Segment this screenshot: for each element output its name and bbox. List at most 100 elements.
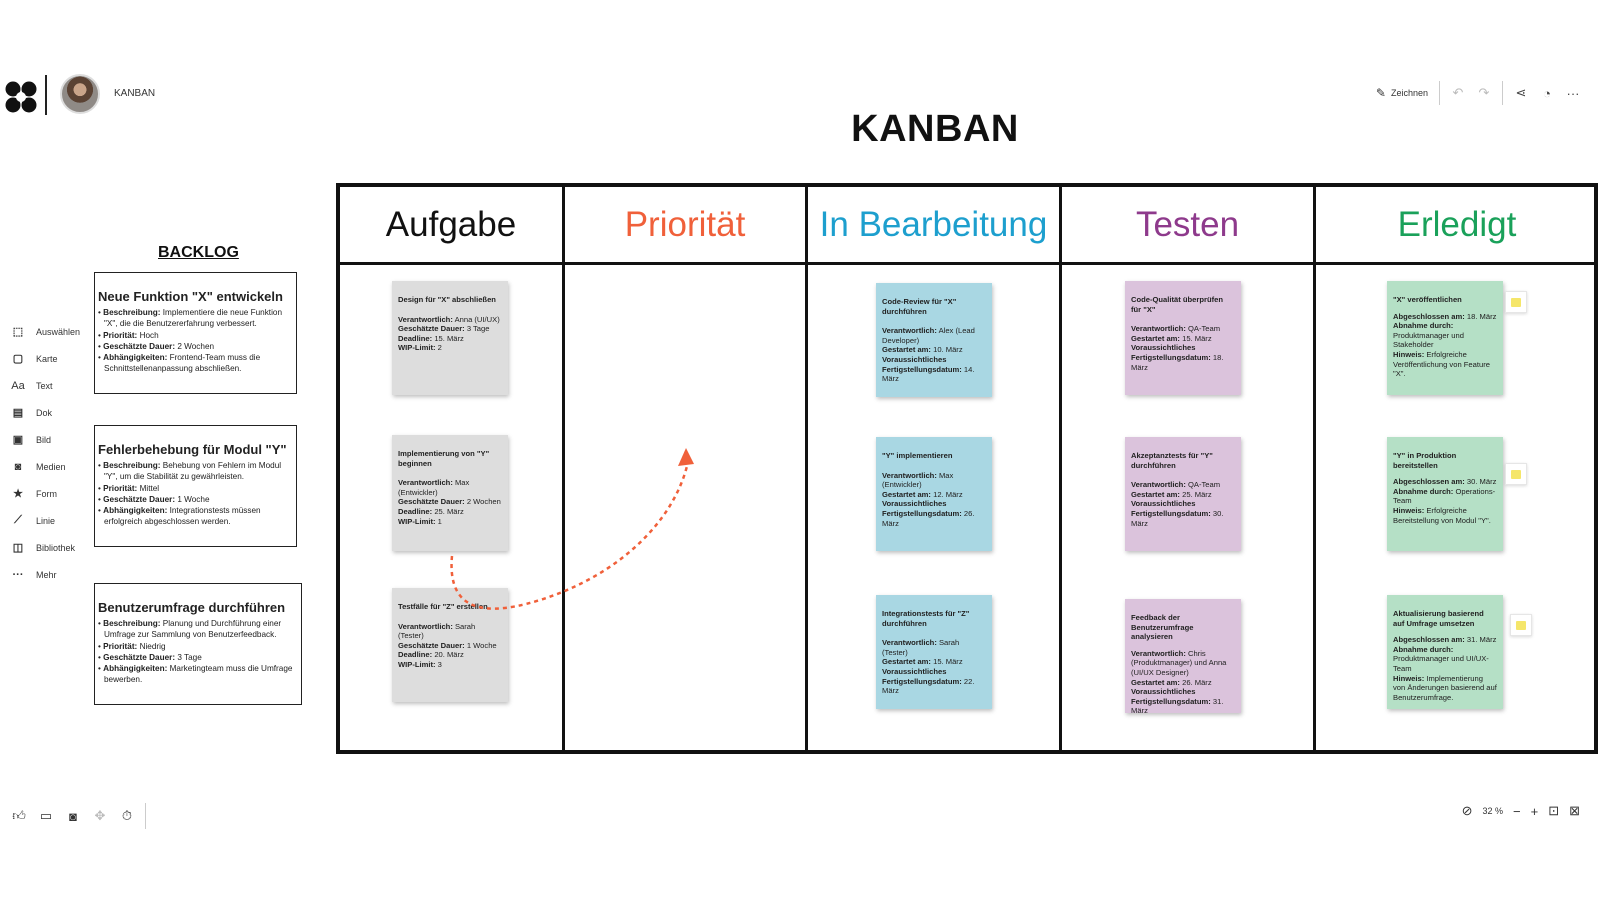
note-title: Akzeptanztests für "Y" durchführen xyxy=(1131,451,1213,470)
comment-marker-icon[interactable] xyxy=(1510,614,1532,636)
note-title: Code-Review für "X" durchführen xyxy=(882,297,957,316)
tool-card[interactable]: ▢ Karte xyxy=(10,345,80,372)
doc-icon: ▤ xyxy=(12,407,24,419)
backlog-card[interactable]: Fehlerbehebung für Modul "Y" • Beschreib… xyxy=(94,425,297,547)
move-icon[interactable]: ✥ xyxy=(94,808,106,823)
note-line: Verantwortlich: Sarah (Tester) xyxy=(398,621,476,641)
tool-shape[interactable]: ★ Form xyxy=(10,480,80,507)
select-icon: ⬚ xyxy=(12,326,24,338)
tool-library[interactable]: ◫Bibliothek xyxy=(10,534,80,561)
sticky-note[interactable]: Feedback der Benutzerumfrage analysieren… xyxy=(1125,599,1241,713)
minimap-icon[interactable]: ⊠ xyxy=(1569,803,1580,818)
column-header[interactable]: Erledigt xyxy=(1316,187,1598,265)
thumbs-up-icon[interactable]: 👍︎ xyxy=(12,808,26,823)
tool-doc[interactable]: ▤Dok xyxy=(10,399,80,426)
timer-icon[interactable]: ⏱︎ xyxy=(121,808,133,823)
column-header[interactable]: In Bearbeitung xyxy=(808,187,1059,265)
note-line: Verantwortlich: QA-Team xyxy=(1131,324,1221,334)
sticky-note[interactable]: Design für "X" abschließen Verantwortlic… xyxy=(392,281,508,395)
note-line: Abnahme durch: Produktmanager und Stakeh… xyxy=(1393,321,1464,350)
undo-icon[interactable]: ↶ xyxy=(1452,85,1464,100)
note-line: Gestartet am: 15. März xyxy=(882,657,963,667)
backlog-title[interactable]: BACKLOG xyxy=(158,244,239,261)
header-divider xyxy=(45,75,47,115)
backlog-row: • Geschätzte Dauer: 3 Tage xyxy=(98,652,202,662)
avatar[interactable] xyxy=(60,74,100,114)
sticky-note[interactable]: Code-Review für "X" durchführen Verantwo… xyxy=(876,283,992,397)
sticky-note[interactable]: Testfälle für "Z" erstellen Verantwortli… xyxy=(392,588,508,702)
note-title: Aktualisierung basierend auf Umfrage ums… xyxy=(1393,609,1484,628)
board-name[interactable]: KANBAN xyxy=(114,88,156,99)
page-title[interactable]: KANBAN xyxy=(851,108,1019,150)
note-line: Deadline: 15. März xyxy=(398,333,464,343)
column-header[interactable]: Priorität xyxy=(565,187,805,265)
top-toolbar: ✎ Zeichnen ↶ ↷ ⋖ ◔ ··· xyxy=(1372,81,1584,105)
backlog-card-title: Neue Funktion "X" entwickeln xyxy=(98,289,283,304)
comment-marker-icon[interactable] xyxy=(1505,291,1527,313)
tool-select[interactable]: ⬚Auswählen xyxy=(10,318,80,345)
sticky-note[interactable]: Implementierung von "Y" beginnen Verantw… xyxy=(392,435,508,551)
redo-icon[interactable]: ↷ xyxy=(1478,85,1490,100)
card-icon: ▢ xyxy=(12,353,24,365)
backlog-row: • Abhängigkeiten: Marketingteam muss die… xyxy=(98,664,293,685)
backlog-card-title: Benutzerumfrage durchführen xyxy=(98,600,286,615)
column-testen: Testen xyxy=(1062,187,1316,750)
tool-line[interactable]: ⟋Linie xyxy=(10,507,80,534)
more-options-icon[interactable]: ··· xyxy=(1566,85,1580,101)
backlog-card[interactable]: Benutzerumfrage durchführen • Beschreibu… xyxy=(94,583,302,705)
sticky-note[interactable]: "X" veröffentlichen Abgeschlossen am: 18… xyxy=(1387,281,1503,395)
note-line: Gestartet am: 10. März xyxy=(882,345,963,355)
draw-button[interactable]: ✎ Zeichnen xyxy=(1372,86,1432,100)
zoom-level[interactable]: 32 % xyxy=(1482,806,1503,816)
note-line: Hinweis: Erfolgreiche Bereitstellung von… xyxy=(1393,505,1491,525)
comment-marker-icon[interactable] xyxy=(1505,463,1527,485)
sticky-note[interactable]: Integrationstests für "Z" durchführen Ve… xyxy=(876,595,992,709)
timer-settings-icon[interactable]: ◔ xyxy=(1543,85,1551,101)
note-line: Voraussichtliches Fertigstellungsdatum: … xyxy=(882,354,975,384)
sticky-note[interactable]: Aktualisierung basierend auf Umfrage ums… xyxy=(1387,595,1503,709)
column-header[interactable]: Aufgabe xyxy=(340,187,562,265)
draw-label: Zeichnen xyxy=(1390,88,1428,98)
zoom-in-icon[interactable]: + xyxy=(1530,803,1539,819)
tool-image[interactable]: ▣Bild xyxy=(10,426,80,453)
kanban-board[interactable]: Aufgabe Priorität In Bearbeitung Testen … xyxy=(336,183,1598,754)
sticky-note[interactable]: Akzeptanztests für "Y" durchführen Veran… xyxy=(1125,437,1241,551)
tool-label: Form xyxy=(36,488,57,499)
sticky-note[interactable]: Code-Qualität überprüfen für "X" Verantw… xyxy=(1125,281,1241,395)
shape-star-icon: ★ xyxy=(13,488,23,500)
backlog-card[interactable]: Neue Funktion "X" entwickeln • Beschreib… xyxy=(94,272,297,394)
note-line: Geschätzte Dauer: 1 Woche xyxy=(398,640,497,650)
column-prioritaet: Priorität xyxy=(565,187,808,750)
note-title: "Y" implementieren xyxy=(882,451,953,460)
tool-label: Karte xyxy=(36,353,58,364)
note-line: Geschätzte Dauer: 3 Tage xyxy=(398,324,490,334)
tool-more[interactable]: ···Mehr xyxy=(10,561,80,588)
note-line: Abnahme durch: Operations-Team xyxy=(1393,486,1496,506)
camera-icon[interactable]: ◙ xyxy=(69,808,77,824)
share-icon[interactable]: ⋖ xyxy=(1515,85,1527,100)
backlog-row: • Beschreibung: Implementiere die neue F… xyxy=(98,308,283,329)
tool-media[interactable]: ◙Medien xyxy=(10,453,80,480)
zoom-out-icon[interactable]: − xyxy=(1513,803,1521,819)
column-header[interactable]: Testen xyxy=(1062,187,1313,265)
note-line: Voraussichtliches Fertigstellungsdatum: … xyxy=(882,666,975,696)
navigation-compass-icon[interactable]: ⊘ xyxy=(1461,803,1473,818)
note-line: Voraussichtliches Fertigstellungsdatum: … xyxy=(882,499,975,528)
backlog-row: • Geschätzte Dauer: 2 Wochen xyxy=(98,341,215,351)
presentation-icon[interactable]: ▭ xyxy=(39,808,53,823)
fit-to-screen-icon[interactable]: ⊡ xyxy=(1548,803,1560,818)
note-line: Hinweis: Erfolgreiche Veröffentlichung v… xyxy=(1393,349,1490,379)
sticky-note[interactable]: "Y" implementieren Verantwortlich: Max (… xyxy=(876,437,992,551)
column-erledigt: Erledigt xyxy=(1316,187,1598,750)
note-line: Verantwortlich: QA-Team xyxy=(1131,480,1221,490)
backlog-row: • Abhängigkeiten: Frontend-Team muss die… xyxy=(98,353,261,374)
note-title: Integrationstests für "Z" durchführen xyxy=(882,609,970,628)
note-title: Feedback der Benutzerumfrage analysieren xyxy=(1131,613,1194,642)
app-logo-icon[interactable] xyxy=(4,80,38,114)
sticky-note[interactable]: "Y" in Produktion bereitstellen Abgeschl… xyxy=(1387,437,1503,551)
backlog-row: • Beschreibung: Behebung von Fehlern im … xyxy=(98,461,282,482)
note-line: Gestartet am: 25. März xyxy=(1131,489,1212,499)
